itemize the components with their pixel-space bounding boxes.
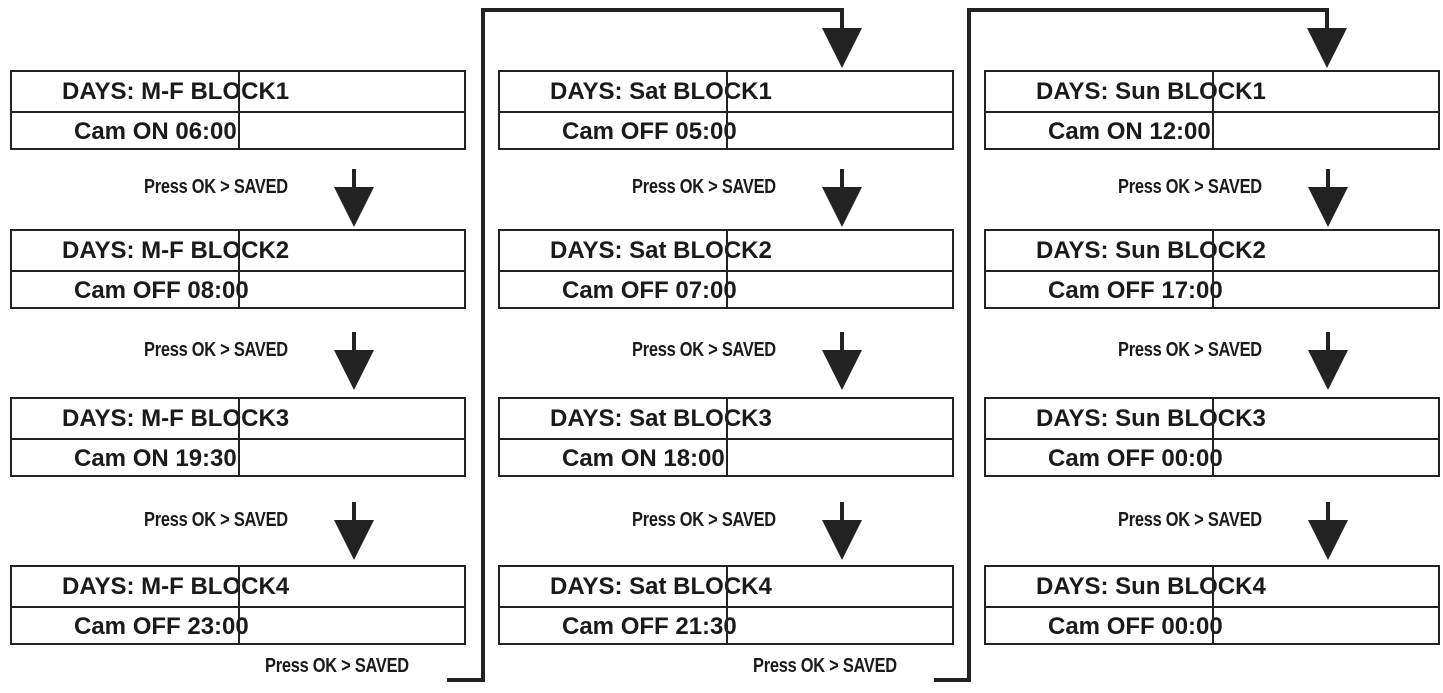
cursor-divider [238,72,240,148]
cursor-divider [726,72,728,148]
block-header: DAYS: Sun BLOCK3 [1036,405,1266,432]
block-header: DAYS: Sat BLOCK4 [550,573,772,600]
step-label: Press OK > SAVED [144,509,288,531]
step-label: Press OK > SAVED [144,176,288,198]
block-action-row: Cam OFF 00:00 [986,607,1438,646]
step-label: Press OK > SAVED [1118,339,1262,361]
step-label: Press OK > SAVED [632,176,776,198]
block-action-row: Cam OFF 17:00 [986,271,1438,310]
block-header: DAYS: Sun BLOCK4 [1036,573,1266,600]
block-header: DAYS: Sun BLOCK1 [1036,78,1266,105]
block-header: DAYS: M-F BLOCK4 [62,573,290,600]
cursor-divider [238,399,240,475]
block-header: DAYS: M-F BLOCK1 [62,78,290,105]
cursor-divider [726,231,728,307]
connector-arrow [447,8,862,682]
step-label: Press OK > SAVED [632,509,776,531]
block-action-row: Cam OFF 07:00 [500,271,952,310]
block-header: DAYS: Sat BLOCK2 [550,237,772,264]
block-action: Cam OFF 08:00 [74,277,249,304]
block-action-row: Cam ON 19:30 [12,439,464,478]
block-header: DAYS: M-F BLOCK2 [62,237,290,264]
block-action-row: Cam OFF 05:00 [500,112,952,151]
cursor-divider [1212,72,1214,148]
step-label: Press OK > SAVED [632,339,776,361]
block-action: Cam OFF 00:00 [1048,445,1223,472]
block-header: DAYS: Sat BLOCK1 [550,78,772,105]
cursor-divider [238,567,240,643]
block-action: Cam OFF 00:00 [1048,613,1223,640]
block-action: Cam OFF 05:00 [562,118,737,145]
block-action-row: Cam ON 06:00 [12,112,464,151]
cursor-divider [1212,231,1214,307]
connector-arrow [934,8,1347,682]
block-action-row: Cam OFF 08:00 [12,271,464,310]
block-action: Cam ON 12:00 [1048,118,1211,145]
block-action: Cam ON 06:00 [74,118,237,145]
cursor-divider [1212,567,1214,643]
block-action: Cam ON 19:30 [74,445,237,472]
block-action-row: Cam OFF 23:00 [12,607,464,646]
block-action-row: Cam ON 18:00 [500,439,952,478]
block-action: Cam ON 18:00 [562,445,725,472]
cursor-divider [1212,399,1214,475]
block-header: DAYS: M-F BLOCK3 [62,405,290,432]
step-label: Press OK > SAVED [1118,509,1262,531]
block-action-row: Cam ON 12:00 [986,112,1438,151]
step-label: Press OK > SAVED [144,339,288,361]
transition-label: Press OK > SAVED [265,655,409,677]
block-header: DAYS: Sun BLOCK2 [1036,237,1266,264]
block-action-row: Cam OFF 00:00 [986,439,1438,478]
cursor-divider [726,399,728,475]
block-action: Cam OFF 23:00 [74,613,249,640]
block-action-row: Cam OFF 21:30 [500,607,952,646]
step-label: Press OK > SAVED [1118,176,1262,198]
block-action: Cam OFF 07:00 [562,277,737,304]
cursor-divider [238,231,240,307]
block-header: DAYS: Sat BLOCK3 [550,405,772,432]
block-action: Cam OFF 21:30 [562,613,737,640]
block-action: Cam OFF 17:00 [1048,277,1223,304]
transition-label: Press OK > SAVED [753,655,897,677]
cursor-divider [726,567,728,643]
